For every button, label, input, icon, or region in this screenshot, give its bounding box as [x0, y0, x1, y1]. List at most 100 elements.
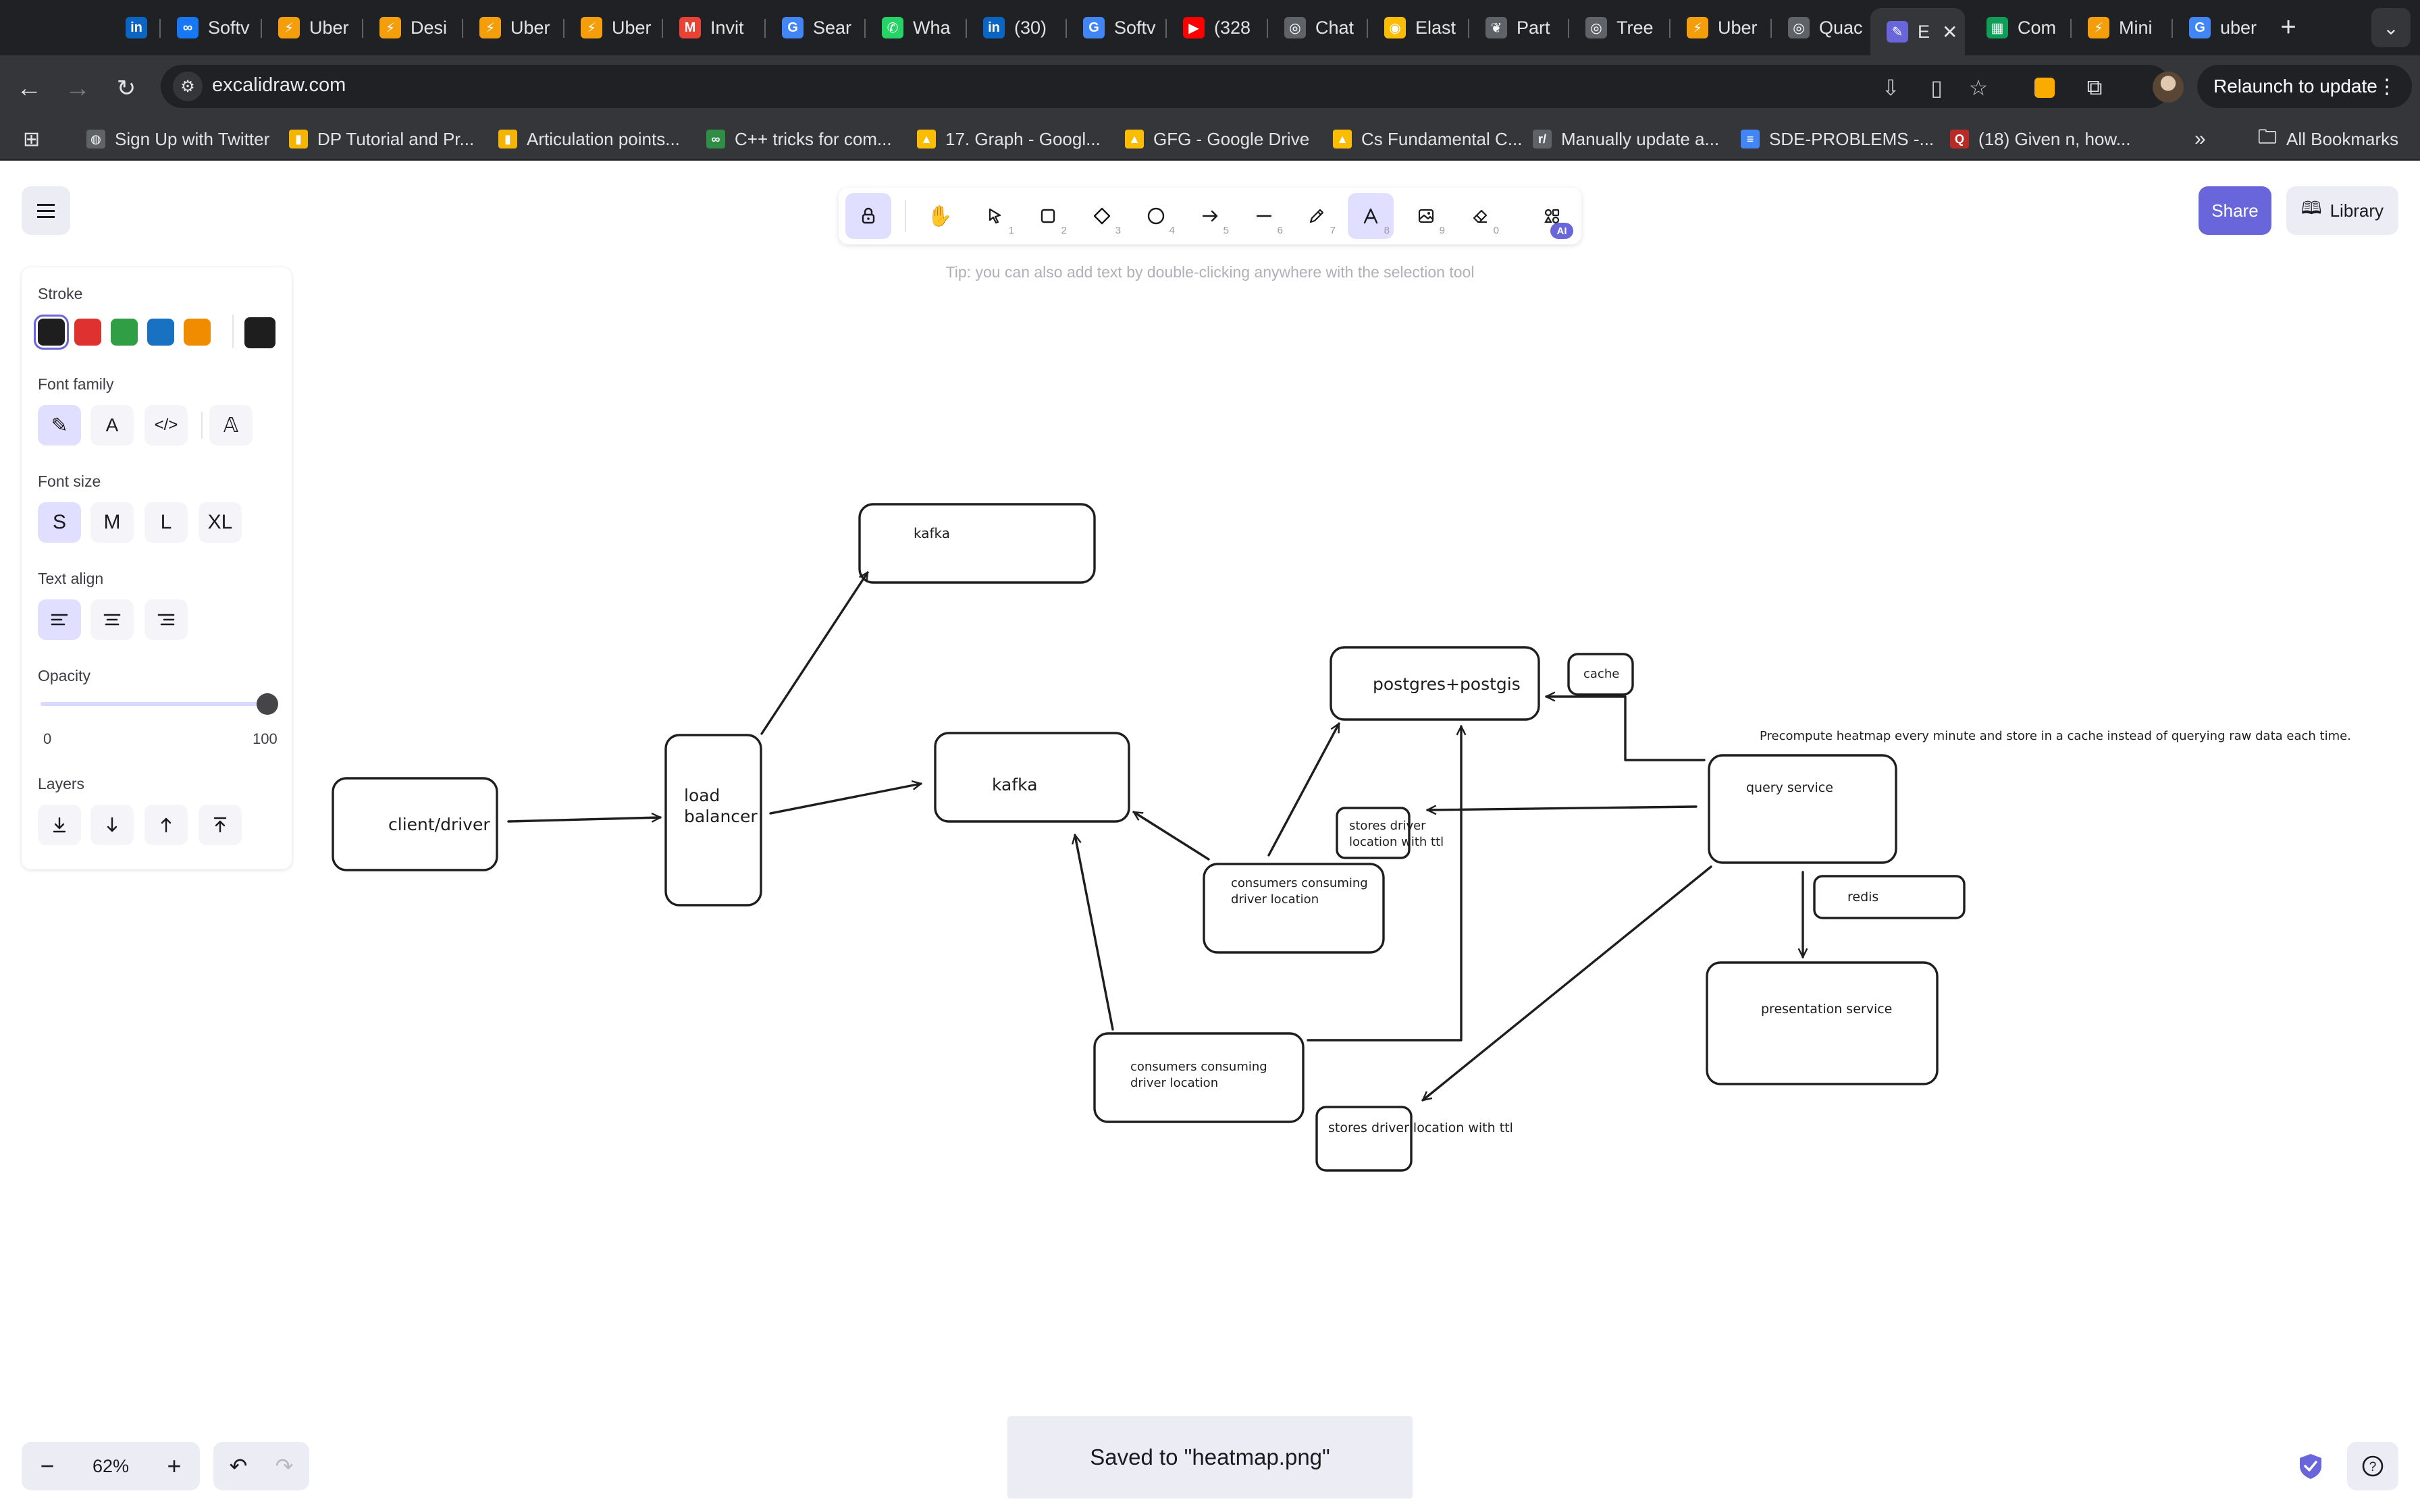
- library-button[interactable]: 🕮Library: [2286, 186, 2398, 235]
- arrow-consumers2-to-postgres[interactable]: [1307, 725, 1461, 1042]
- align-right-button[interactable]: [144, 599, 188, 640]
- diamond-tool-button[interactable]: 3: [1079, 193, 1125, 239]
- lock-tool-button[interactable]: [845, 193, 891, 239]
- arrow-consumers1-to-postgres[interactable]: [1267, 724, 1340, 857]
- page-action-icon[interactable]: ▯: [1930, 76, 1943, 100]
- eraser-tool-button[interactable]: 0: [1457, 193, 1503, 239]
- bookmark-item[interactable]: ▲GFG - Google Drive: [1125, 126, 1309, 153]
- arrow-lb-to-kafka-mid[interactable]: [769, 784, 921, 815]
- bookmark-star-icon[interactable]: ☆: [1968, 76, 1989, 100]
- consumers-box-1[interactable]: [1203, 863, 1385, 954]
- arrow-consumers1-to-kafka[interactable]: [1134, 811, 1210, 861]
- zoom-in-button[interactable]: +: [167, 1452, 182, 1480]
- tab-12[interactable]: ◎Chat: [1268, 8, 1359, 47]
- main-menu-button[interactable]: [22, 186, 70, 235]
- diagram[interactable]: kafka client/driver load balancer kafka …: [0, 162, 2420, 1512]
- query-service-box[interactable]: [1708, 754, 1897, 864]
- arrow-query-to-stores[interactable]: [1427, 807, 1698, 810]
- tab-11[interactable]: ▶(328: [1167, 8, 1257, 47]
- arrow-consumers2-to-kafka[interactable]: [1075, 835, 1114, 1031]
- new-tab-button[interactable]: +: [2280, 12, 2296, 42]
- reload-icon[interactable]: ↻: [116, 76, 136, 101]
- rectangle-tool-button[interactable]: 2: [1025, 193, 1071, 239]
- stroke-swatch[interactable]: [74, 319, 101, 346]
- stores-driver-box-1[interactable]: [1336, 807, 1411, 859]
- tab-14[interactable]: ❦Part: [1469, 8, 1560, 47]
- forward-icon[interactable]: →: [65, 74, 90, 103]
- address-bar[interactable]: [161, 65, 2170, 108]
- tab-close-icon[interactable]: ✕: [1942, 21, 1958, 43]
- tab-8[interactable]: ✆Wha: [866, 8, 956, 47]
- current-stroke-color[interactable]: [244, 317, 275, 348]
- bookmark-item[interactable]: ▲17. Graph - Googl...: [917, 126, 1101, 153]
- tab-15[interactable]: ◎Tree: [1569, 8, 1660, 47]
- install-app-icon[interactable]: ⇩: [1881, 76, 1900, 100]
- apps-grid-icon[interactable]: ⊞: [23, 128, 41, 151]
- tab-1[interactable]: ∞Softv: [161, 8, 251, 47]
- font-size-s[interactable]: S: [38, 502, 81, 543]
- bookmark-item[interactable]: ▮Articulation points...: [498, 126, 680, 153]
- kafka-top-box[interactable]: [858, 503, 1096, 584]
- align-center-button[interactable]: [90, 599, 134, 640]
- stroke-swatch[interactable]: [184, 319, 211, 346]
- more-bookmarks-icon[interactable]: »: [2194, 128, 2206, 150]
- opacity-slider-track[interactable]: [41, 702, 267, 706]
- font-hand-drawn-button[interactable]: ✎: [38, 405, 81, 446]
- send-backward-button[interactable]: [90, 805, 134, 845]
- arrow-lb-to-kafka-top[interactable]: [760, 572, 869, 735]
- client-driver-box[interactable]: [332, 777, 498, 871]
- opacity-slider-thumb[interactable]: [257, 693, 278, 715]
- consumers-box-2[interactable]: [1093, 1032, 1305, 1123]
- stores-driver-box-2[interactable]: [1315, 1106, 1413, 1172]
- url-text[interactable]: excalidraw.com: [212, 74, 346, 96]
- line-tool-button[interactable]: 6: [1241, 193, 1287, 239]
- send-to-back-button[interactable]: [38, 805, 81, 845]
- undo-icon[interactable]: ↶: [229, 1454, 248, 1478]
- share-button[interactable]: Share: [2199, 186, 2271, 235]
- stroke-swatch[interactable]: [34, 315, 69, 350]
- redis-box[interactable]: [1813, 875, 1966, 919]
- bookmark-item[interactable]: r/Manually update a...: [1533, 126, 1719, 153]
- hand-tool-button[interactable]: ✋: [917, 193, 963, 239]
- selection-tool-button[interactable]: 1: [972, 193, 1018, 239]
- more-tools-button[interactable]: [1529, 193, 1575, 239]
- relaunch-button[interactable]: Relaunch to update⋮: [2197, 65, 2412, 108]
- tab-17[interactable]: ◎Quac: [1772, 8, 1862, 47]
- redo-icon[interactable]: ↷: [275, 1454, 294, 1478]
- tab-3[interactable]: ⚡Desi: [363, 8, 454, 47]
- back-icon[interactable]: ←: [16, 74, 42, 103]
- tab-13[interactable]: ◉Elast: [1368, 8, 1458, 47]
- tab-search-button[interactable]: ⌄: [2371, 8, 2411, 47]
- draw-tool-button[interactable]: 7: [1294, 193, 1340, 239]
- ellipse-tool-button[interactable]: 4: [1133, 193, 1179, 239]
- postgres-box[interactable]: [1330, 646, 1540, 721]
- arrow-query-to-stores-2[interactable]: [1423, 865, 1712, 1102]
- extension-icon[interactable]: [2030, 73, 2059, 103]
- kebab-menu-icon[interactable]: ⋮: [2377, 75, 2397, 98]
- tab-20[interactable]: ⚡Mini: [2072, 8, 2162, 47]
- bookmark-item[interactable]: ≡SDE-PROBLEMS -...: [1741, 126, 1934, 153]
- profile-avatar[interactable]: [2153, 72, 2184, 103]
- image-tool-button[interactable]: 9: [1403, 193, 1449, 239]
- bookmark-item[interactable]: ∞C++ tricks for com...: [706, 126, 892, 153]
- arrow-tool-button[interactable]: 5: [1187, 193, 1233, 239]
- font-size-l[interactable]: L: [144, 502, 188, 543]
- zoom-out-button[interactable]: −: [40, 1452, 55, 1480]
- stroke-swatch[interactable]: [147, 319, 174, 346]
- excalidraw-canvas[interactable]: [0, 162, 2420, 1512]
- arrow-query-to-cache[interactable]: [1545, 697, 1706, 761]
- kafka-mid-box[interactable]: [934, 732, 1130, 823]
- bring-to-front-button[interactable]: [199, 805, 242, 845]
- tab-16[interactable]: ⚡Uber: [1671, 8, 1761, 47]
- tab-18[interactable]: ✎E✕: [1870, 8, 1965, 55]
- extensions-puzzle-icon[interactable]: ⧉: [2086, 75, 2103, 99]
- tab-19[interactable]: ▦Com: [1970, 8, 2061, 47]
- presentation-service-box[interactable]: [1706, 961, 1939, 1085]
- all-bookmarks[interactable]: 🗀All Bookmarks: [2258, 126, 2398, 153]
- bookmark-item[interactable]: ▲Cs Fundamental C...: [1333, 126, 1522, 153]
- font-size-m[interactable]: M: [90, 502, 134, 543]
- help-button[interactable]: ?: [2347, 1442, 2398, 1490]
- site-info-icon[interactable]: ⚙: [173, 72, 203, 101]
